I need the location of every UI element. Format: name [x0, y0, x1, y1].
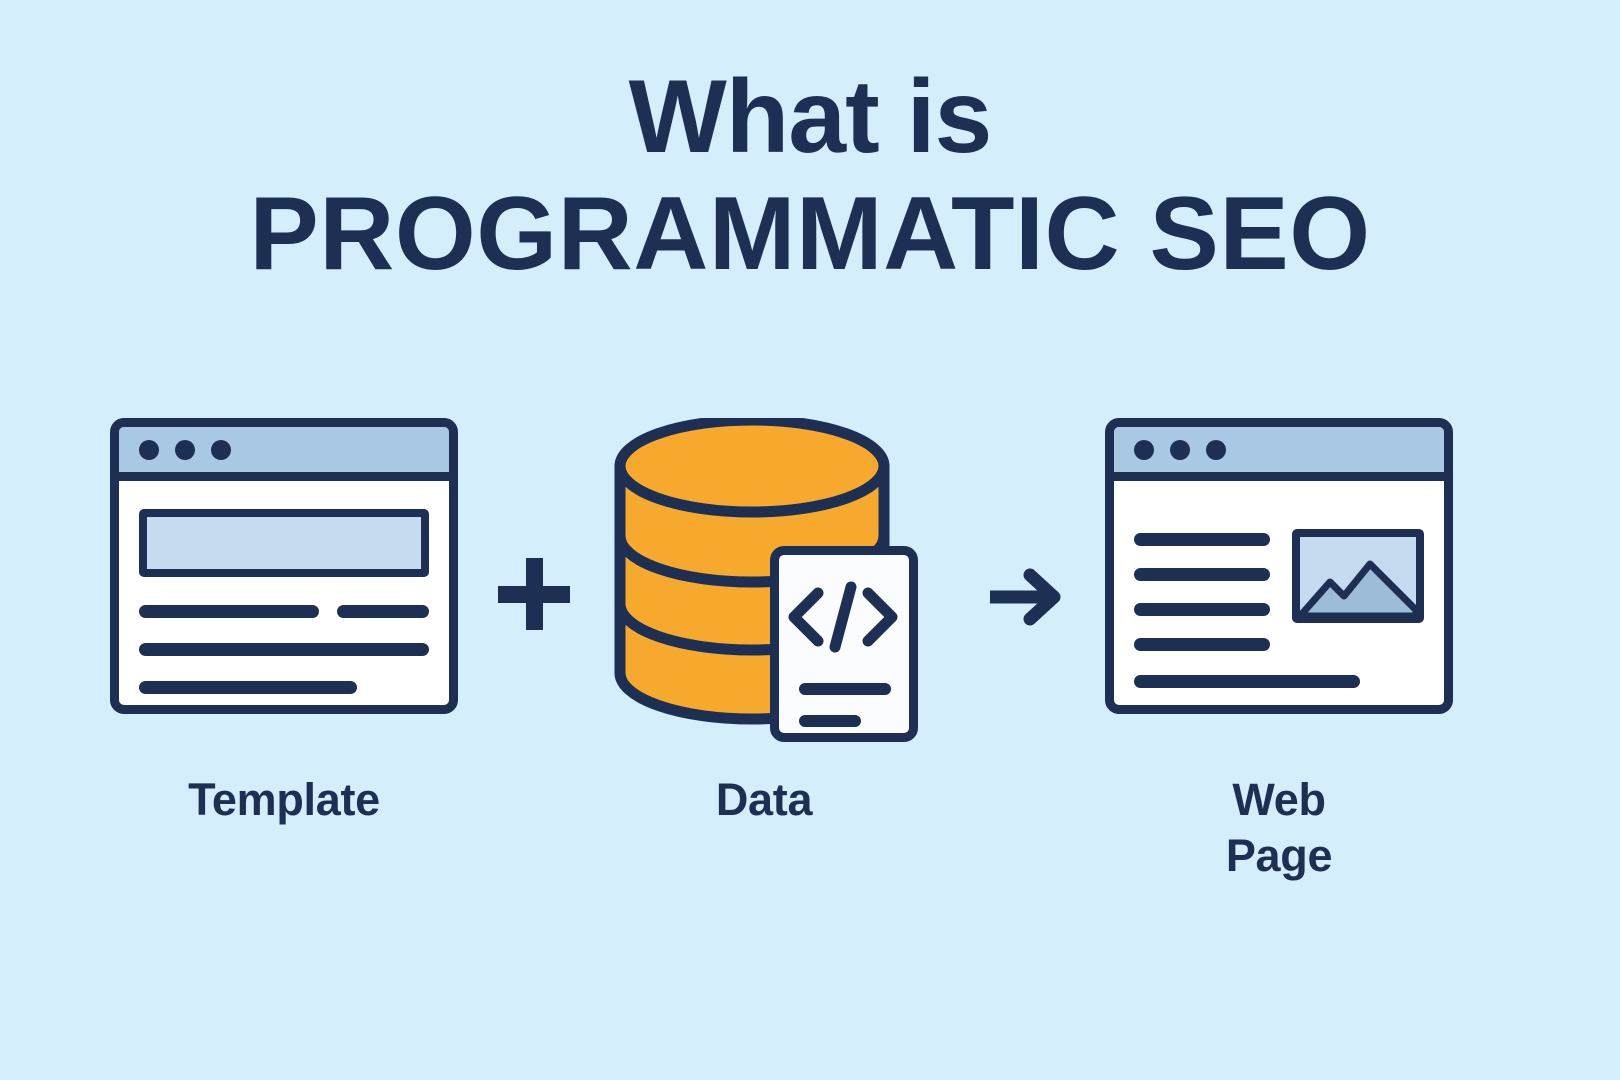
- page-title: What is PROGRAMMATIC SEO: [0, 62, 1620, 293]
- template-text-rows: [139, 605, 429, 694]
- text-line: [139, 605, 319, 618]
- text-line: [139, 643, 429, 656]
- text-line: [139, 681, 357, 694]
- window-dot-icon: [1134, 439, 1154, 460]
- flow-labels: Template Data Web Page: [0, 772, 1620, 932]
- webpage-footer-line: [1134, 675, 1424, 688]
- webpage-content: [1114, 481, 1444, 705]
- title-line-1: What is: [628, 59, 993, 175]
- label-webpage-line2: Page: [1225, 830, 1333, 882]
- window-dot-icon: [139, 439, 159, 460]
- browser-title-bar: [1114, 427, 1444, 481]
- browser-window-icon: [1105, 418, 1453, 714]
- browser-window-icon: [110, 418, 458, 714]
- text-line: [1134, 638, 1270, 651]
- label-webpage-line1: Web: [1232, 774, 1326, 825]
- text-row-split: [139, 605, 429, 618]
- window-dot-icon: [1206, 439, 1226, 460]
- flow-diagram: [0, 414, 1620, 758]
- hero-placeholder-box: [139, 509, 429, 577]
- arrow-right-icon: [968, 568, 1068, 626]
- text-line: [1134, 603, 1270, 616]
- window-dot-icon: [175, 439, 195, 460]
- label-webpage: Web Page: [1105, 772, 1453, 885]
- plus-icon: [498, 558, 570, 630]
- image-mountain-icon: [1292, 529, 1424, 623]
- flow-step-data: [608, 414, 920, 753]
- code-card: [770, 546, 918, 742]
- webpage-upper-content: [1134, 503, 1424, 651]
- text-line: [1134, 568, 1270, 581]
- text-line: [1134, 533, 1270, 546]
- flow-step-webpage: [1105, 418, 1453, 714]
- code-line: [799, 683, 891, 695]
- plus-vertical-bar: [526, 558, 543, 630]
- label-template: Template: [188, 774, 380, 825]
- text-line: [1134, 675, 1361, 688]
- label-data: Data: [715, 774, 813, 825]
- title-line-2: PROGRAMMATIC SEO: [249, 176, 1371, 293]
- flow-step-template: [110, 418, 458, 714]
- webpage-text-lines: [1134, 529, 1270, 651]
- browser-title-bar: [119, 427, 449, 481]
- code-brackets-icon: [788, 581, 898, 653]
- template-content: [119, 481, 449, 705]
- window-dot-icon: [211, 439, 231, 460]
- code-line: [799, 715, 861, 727]
- text-line: [336, 605, 429, 618]
- window-dot-icon: [1170, 439, 1190, 460]
